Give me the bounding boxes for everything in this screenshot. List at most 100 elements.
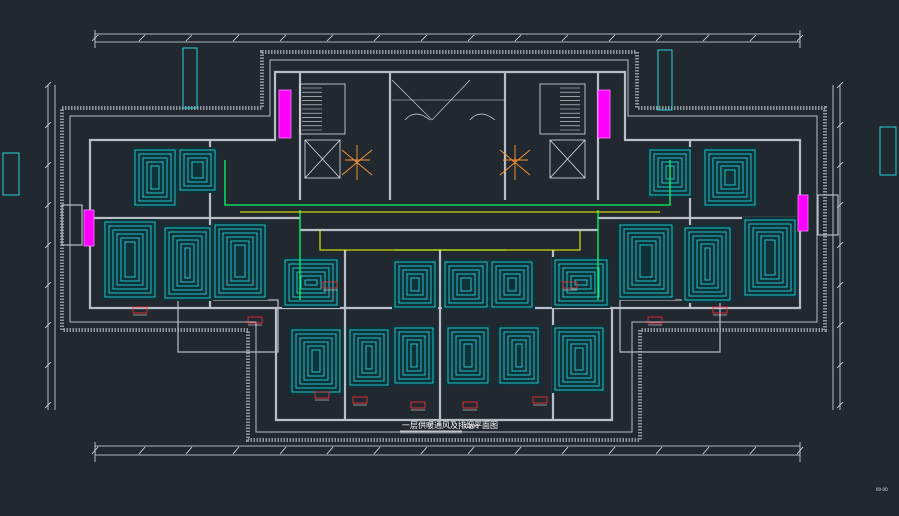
staircase-icon	[302, 87, 322, 131]
dim-tick	[836, 241, 844, 249]
room-tag	[410, 401, 426, 411]
dim-tick	[44, 241, 52, 249]
dim-tick	[91, 446, 99, 455]
shaft-detail-right	[499, 145, 531, 180]
callout-frames	[2, 47, 897, 196]
dim-tick	[44, 161, 52, 169]
room-tag	[314, 391, 330, 401]
shaft-detail-left	[341, 145, 373, 180]
dim-tick	[91, 34, 99, 42]
dim-tick	[44, 361, 52, 369]
dim-tick	[44, 281, 52, 289]
dim-tick	[467, 446, 475, 455]
eave-hatch-outline	[60, 50, 827, 442]
heating-coil	[282, 257, 340, 308]
dim-tick	[138, 446, 146, 455]
heating-coil	[442, 259, 490, 310]
dim-tick	[373, 446, 381, 455]
heating-coil	[347, 327, 391, 388]
dimension-ticks	[44, 34, 844, 455]
heating-coil	[497, 325, 541, 386]
ventilation-ducts	[83, 89, 809, 247]
dim-tick	[185, 446, 193, 455]
room-tag	[462, 401, 478, 411]
dim-tick	[514, 34, 522, 42]
room-tag	[562, 281, 578, 291]
corridor-lines	[391, 79, 505, 121]
floor-heating-coils	[102, 147, 798, 395]
heating-coil	[617, 222, 675, 300]
dim-tick	[561, 446, 569, 455]
dim-tick	[561, 34, 569, 42]
dim-tick	[702, 446, 710, 455]
dim-tick	[836, 161, 844, 169]
dim-tick	[420, 446, 428, 455]
room-tag	[647, 316, 663, 326]
dim-tick	[420, 34, 428, 42]
stair-core-right	[539, 83, 586, 179]
dim-tick	[44, 201, 52, 209]
heating-coil	[132, 147, 178, 208]
dim-tick	[326, 446, 334, 455]
dim-tick	[44, 81, 52, 89]
heating-coil	[552, 257, 610, 308]
dim-tick	[232, 34, 240, 42]
dim-tick	[467, 34, 475, 42]
dim-tick	[608, 34, 616, 42]
room-tag	[352, 396, 368, 406]
staircase-icon	[560, 87, 580, 131]
drawing-title-block: 一层供暖通风及排烟平面图 1:100	[400, 420, 498, 434]
heating-coil	[682, 225, 733, 303]
dim-tick	[279, 34, 287, 42]
dim-tick	[836, 401, 844, 409]
heating-coil	[392, 259, 438, 310]
dim-tick	[749, 446, 757, 455]
room-tag	[712, 306, 728, 316]
dim-tick	[749, 34, 757, 42]
heating-coil	[162, 225, 213, 301]
stair-core-left	[299, 83, 346, 179]
dim-tick	[185, 34, 193, 42]
dim-tick	[514, 446, 522, 455]
drawing-title: 一层供暖通风及排烟平面图	[402, 420, 498, 430]
dim-tick	[796, 446, 804, 455]
heating-coil	[489, 259, 535, 310]
dimension-lines	[47, 30, 841, 462]
heating-coil	[212, 222, 268, 300]
heating-coil	[445, 325, 491, 386]
heating-coil	[102, 219, 158, 300]
dim-tick	[836, 361, 844, 369]
dim-tick	[608, 446, 616, 455]
dim-tick	[44, 401, 52, 409]
dim-tick	[232, 446, 240, 455]
dim-tick	[279, 446, 287, 455]
drawing-scale: 1:100	[464, 424, 478, 430]
dim-tick	[373, 34, 381, 42]
dim-tick	[44, 321, 52, 329]
dim-tick	[836, 321, 844, 329]
heating-coil	[392, 325, 436, 386]
heating-coil	[289, 327, 343, 395]
dim-tick	[796, 34, 804, 42]
room-tag	[247, 316, 263, 326]
heating-coil	[552, 325, 606, 393]
dim-tick	[836, 121, 844, 129]
dim-tick	[836, 81, 844, 89]
dim-tick	[655, 34, 663, 42]
page-mark: 00-00	[876, 487, 888, 492]
dim-tick	[326, 34, 334, 42]
dim-tick	[836, 281, 844, 289]
heating-coil	[742, 217, 798, 298]
room-tag	[322, 281, 338, 291]
dim-tick	[138, 34, 146, 42]
room-tag	[532, 396, 548, 406]
room-tags	[132, 281, 728, 411]
dim-tick	[702, 34, 710, 42]
return-piping	[240, 211, 660, 251]
dim-tick	[655, 446, 663, 455]
eave-inner-outline	[69, 59, 818, 433]
room-tag	[132, 306, 148, 316]
heating-coil	[177, 147, 218, 193]
heating-coil	[702, 147, 758, 208]
